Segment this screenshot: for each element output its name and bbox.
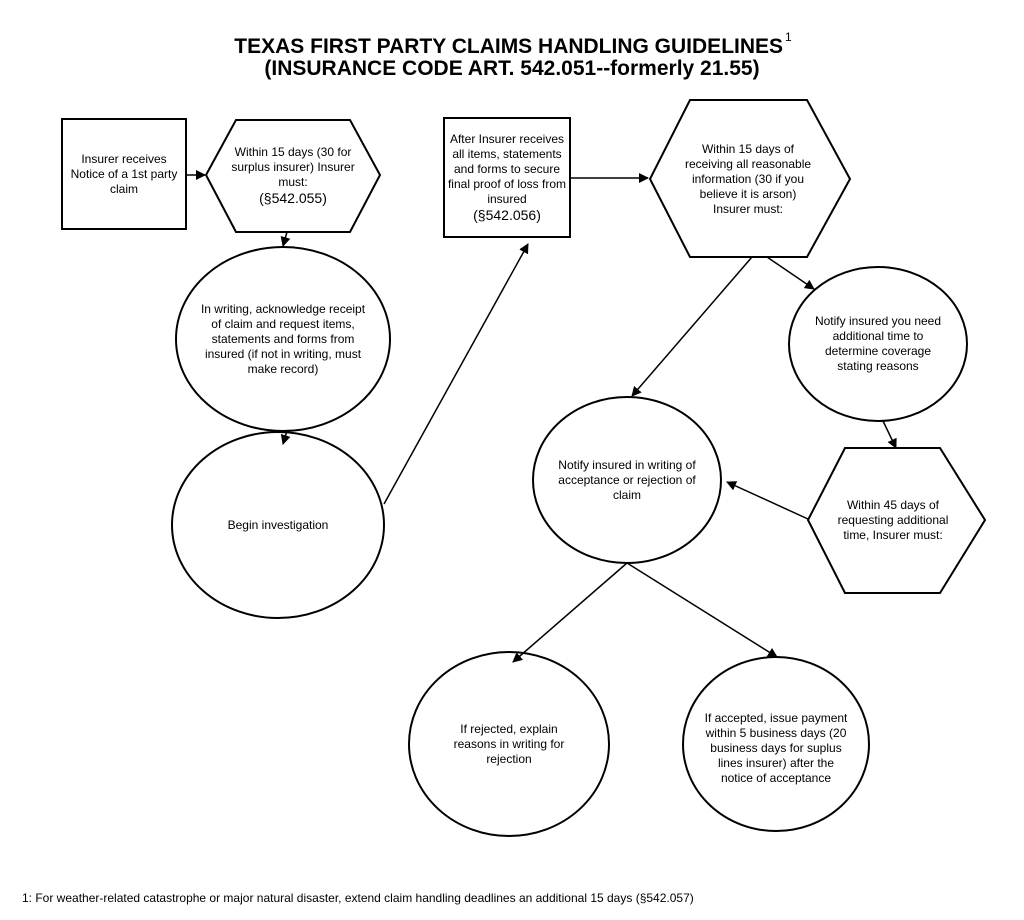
acknowledge-label: In writing, acknowledge receipt of claim… [200,301,366,376]
page-subtitle: (INSURANCE CODE ART. 542.051--formerly 2… [264,57,760,80]
final-proof-label: After Insurer receives all items, statem… [447,131,567,223]
arrow-decision-to-accepted [626,562,778,658]
arrow-acknowledge-to-investigation [280,430,291,445]
arrow-additional-time-to-45days [882,420,897,449]
arrow-investigation-to-final-proof [383,243,529,505]
footnote-marker: 1 [785,30,792,44]
receive-notice-box [61,118,187,230]
within-15-days-hexagon [204,119,382,233]
page-title-line1: TEXAS FIRST PARTY CLAIMS HANDLING GUIDEL… [234,35,784,58]
rejected-label: If rejected, explain reasons in writing … [453,721,565,766]
within-15-days-info-label: Within 15 days of receiving all reasonab… [684,141,812,216]
arrow-15days-info-to-notify-decision [631,256,753,397]
begin-investigation-label: Begin investigation [227,517,329,532]
accepted-label: If accepted, issue payment within 5 busi… [704,710,848,785]
arrow-15days-info-to-additional-time [766,256,815,290]
arrow-15days-to-acknowledge [280,231,291,247]
within-15-days-info-hexagon [648,99,852,258]
arrow-45days-to-notify-decision [726,481,809,520]
notify-decision-label: Notify insured in writing of acceptance … [558,457,696,502]
rejected-ellipse [408,651,610,837]
within-15-days-ref: (§542.055) [259,190,327,206]
begin-investigation-ellipse [171,431,385,619]
within-45-days-label: Within 45 days of requesting additional … [837,497,949,542]
within-15-days-label: Within 15 days (30 for surplus insurer) … [231,145,355,206]
final-proof-ref: (§542.056) [473,206,541,223]
receive-notice-label: Insurer receives Notice of a 1st party c… [70,151,178,196]
page-title: TEXAS FIRST PARTY CLAIMS HANDLING GUIDEL… [0,27,1024,61]
within-45-days-hexagon [806,447,987,594]
arrow-decision-to-rejected [512,562,628,663]
footnote: 1: For weather-related catastrophe or ma… [22,891,694,905]
additional-time-ellipse [788,266,968,422]
acknowledge-ellipse [175,246,391,432]
additional-time-label: Notify insured you need additional time … [814,314,942,373]
